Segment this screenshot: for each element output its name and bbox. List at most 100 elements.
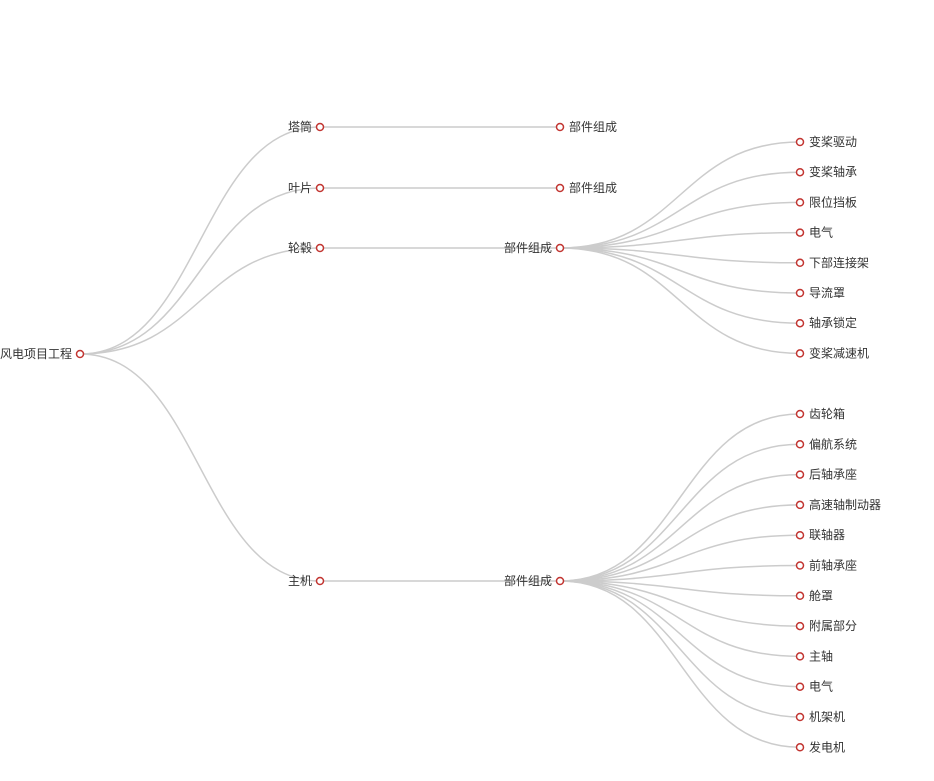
leaf-node[interactable]: 附属部分: [795, 618, 858, 633]
node-label: 电气: [809, 225, 833, 240]
link-3-0-to-6: [559, 580, 801, 597]
node-marker[interactable]: [795, 288, 805, 298]
node-label: 部件组成: [569, 119, 617, 134]
category-node[interactable]: 主机: [288, 574, 325, 588]
node-label: 主轴: [809, 648, 833, 663]
link-3-0-to-8: [559, 580, 801, 658]
node-marker[interactable]: [795, 743, 805, 752]
nodes-layer: 部件组成塔筒部件组成叶片变桨驱动变桨轴承限位挡板电气下部连接架导流罩轴承锁定变桨…: [0, 119, 881, 754]
link-2-0-to-3: [559, 231, 801, 249]
node-label: 附属部分: [809, 618, 857, 633]
node-marker[interactable]: [795, 167, 805, 177]
node-marker[interactable]: [555, 183, 565, 193]
node-label: 齿轮箱: [809, 406, 845, 421]
node-label: 主机: [288, 574, 312, 588]
link-3-0-to-1: [559, 443, 801, 582]
node-label: 风电项目工程: [0, 346, 72, 361]
node-label: 部件组成: [504, 240, 552, 255]
leaf-node[interactable]: 电气: [795, 225, 834, 240]
node-label: 部件组成: [569, 180, 617, 195]
link-2-0-to-2: [559, 201, 801, 249]
leaf-node[interactable]: 电气: [795, 679, 834, 694]
node-label: 变桨驱动: [809, 134, 857, 149]
node-marker[interactable]: [795, 198, 805, 207]
link-2-0-to-5: [559, 247, 801, 294]
node-label: 偏航系统: [809, 436, 857, 451]
link-root-to-0: [79, 126, 321, 355]
category-node[interactable]: 塔筒: [288, 119, 325, 134]
leaf-node[interactable]: 下部连接架: [795, 255, 870, 270]
leaf-node[interactable]: 舱罩: [795, 589, 834, 603]
node-marker[interactable]: [795, 591, 805, 601]
link-2-0-to-1: [559, 171, 801, 249]
leaf-node[interactable]: 主轴: [795, 648, 834, 663]
category-node[interactable]: 轮毂: [288, 241, 325, 255]
link-3-0-to-4: [559, 534, 801, 582]
leaf-node[interactable]: 高速轴制动器: [795, 497, 882, 512]
node-marker[interactable]: [315, 122, 325, 132]
root-node[interactable]: 风电项目工程: [0, 346, 85, 361]
node-marker[interactable]: [795, 228, 805, 237]
node-marker[interactable]: [795, 409, 805, 419]
leaf-node[interactable]: 偏航系统: [795, 436, 858, 451]
leaf-node[interactable]: 机架机: [795, 710, 846, 724]
leaf-node[interactable]: 限位挡板: [795, 194, 858, 209]
link-2-0-to-0: [559, 141, 801, 249]
links-layer: [79, 126, 801, 749]
link-3-0-to-2: [559, 473, 801, 582]
link-root-to-1: [79, 187, 321, 355]
node-marker[interactable]: [795, 440, 805, 449]
component-node[interactable]: 部件组成: [555, 180, 618, 195]
node-label: 变桨轴承: [809, 164, 857, 179]
node-label: 塔筒: [288, 119, 312, 134]
link-3-0-to-10: [559, 580, 801, 718]
node-marker[interactable]: [795, 258, 805, 268]
node-label: 联轴器: [809, 527, 845, 542]
node-label: 限位挡板: [809, 194, 857, 209]
leaf-node[interactable]: 变桨轴承: [795, 164, 858, 179]
node-marker[interactable]: [795, 561, 805, 570]
node-marker[interactable]: [795, 712, 805, 722]
node-marker[interactable]: [795, 470, 805, 479]
node-marker[interactable]: [555, 576, 565, 586]
leaf-node[interactable]: 后轴承座: [795, 467, 858, 482]
link-3-0-to-3: [559, 504, 801, 582]
node-marker[interactable]: [795, 500, 805, 510]
leaf-node[interactable]: 联轴器: [795, 527, 846, 542]
link-3-0-to-5: [559, 564, 801, 582]
node-marker[interactable]: [795, 530, 805, 540]
component-node[interactable]: 部件组成: [555, 119, 618, 134]
node-marker[interactable]: [315, 183, 325, 193]
link-3-0-to-11: [559, 580, 801, 749]
node-label: 轮毂: [288, 241, 312, 255]
node-marker[interactable]: [555, 122, 565, 132]
leaf-node[interactable]: 轴承锁定: [795, 315, 858, 330]
node-marker[interactable]: [555, 243, 565, 253]
node-marker[interactable]: [315, 243, 325, 253]
node-marker[interactable]: [315, 576, 325, 586]
node-marker[interactable]: [795, 682, 805, 691]
link-3-0-to-0: [559, 413, 801, 582]
node-label: 变桨减速机: [809, 345, 869, 360]
node-marker[interactable]: [795, 652, 805, 661]
category-node[interactable]: 叶片: [288, 181, 325, 195]
component-node[interactable]: 部件组成: [504, 240, 565, 255]
node-label: 前轴承座: [809, 558, 857, 573]
node-marker[interactable]: [75, 349, 85, 359]
link-2-0-to-7: [559, 247, 801, 355]
leaf-node[interactable]: 变桨驱动: [795, 134, 858, 149]
leaf-node[interactable]: 齿轮箱: [795, 406, 846, 421]
node-label: 后轴承座: [809, 467, 857, 482]
leaf-node[interactable]: 导流罩: [795, 286, 846, 300]
leaf-node[interactable]: 前轴承座: [795, 558, 858, 573]
leaf-node[interactable]: 变桨减速机: [795, 345, 870, 360]
node-marker[interactable]: [795, 621, 805, 631]
link-root-to-3: [79, 353, 321, 582]
component-node[interactable]: 部件组成: [504, 573, 565, 588]
node-marker[interactable]: [795, 137, 805, 147]
node-label: 电气: [809, 679, 833, 694]
node-marker[interactable]: [795, 349, 805, 358]
leaf-node[interactable]: 发电机: [795, 739, 846, 754]
node-marker[interactable]: [795, 318, 805, 328]
